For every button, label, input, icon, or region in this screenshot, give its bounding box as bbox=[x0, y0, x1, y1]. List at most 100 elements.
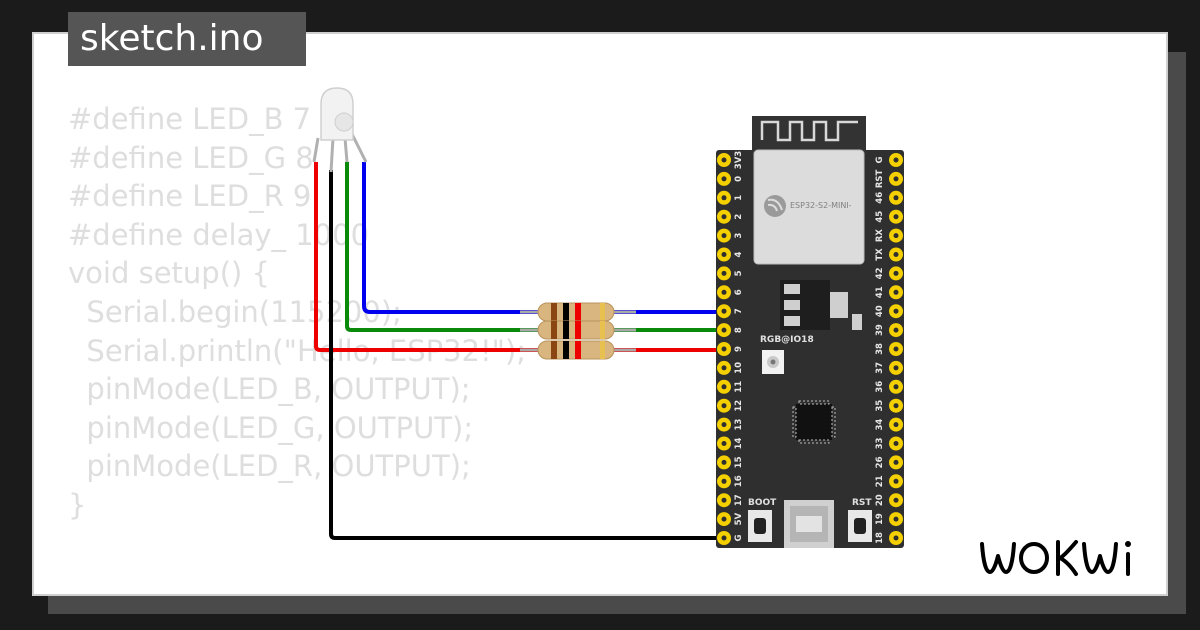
pin-hole bbox=[721, 214, 727, 220]
module-label: ESP32-S2-MINI- bbox=[790, 201, 852, 210]
code-line: #define LED_G 8 bbox=[68, 140, 314, 175]
left-pin-label: 8 bbox=[734, 327, 744, 333]
resistors bbox=[520, 302, 636, 360]
left-pin-label: 1 bbox=[734, 195, 744, 201]
left-pin-label: 14 bbox=[734, 438, 744, 450]
pin-hole bbox=[893, 422, 899, 428]
pin-hole bbox=[893, 289, 899, 295]
right-pin-label: 39 bbox=[875, 324, 885, 336]
code-line: void setup() { bbox=[68, 256, 270, 291]
boot-button[interactable] bbox=[748, 510, 772, 542]
reset-button[interactable] bbox=[848, 510, 872, 542]
wokwi-logo bbox=[980, 540, 1131, 576]
pin-hole bbox=[721, 403, 727, 409]
resistor-red[interactable] bbox=[520, 340, 636, 360]
left-pin-label: 5V bbox=[734, 512, 744, 525]
pin-hole bbox=[893, 365, 899, 371]
right-pin-label: 34 bbox=[875, 419, 885, 431]
left-pin-label: 3V3 bbox=[734, 151, 744, 169]
right-pin-label: 20 bbox=[875, 494, 885, 506]
onboard-rgb-led bbox=[762, 350, 784, 374]
pin-hole bbox=[721, 497, 727, 503]
pin-hole bbox=[721, 535, 727, 541]
rst-label: RST bbox=[852, 498, 872, 508]
pin-hole bbox=[893, 270, 899, 276]
pin-hole bbox=[721, 195, 727, 201]
pin-hole bbox=[893, 176, 899, 182]
wire-black[interactable] bbox=[329, 170, 724, 540]
right-pin-label: 36 bbox=[875, 381, 885, 393]
left-pin-label: 13 bbox=[734, 419, 744, 431]
file-tab[interactable]: sketch.ino bbox=[68, 12, 306, 66]
pin-hole bbox=[721, 176, 727, 182]
right-pin-label: 37 bbox=[875, 362, 885, 374]
right-pin-label: 40 bbox=[875, 305, 885, 317]
left-pin-label: 2 bbox=[734, 214, 744, 220]
pin-hole bbox=[721, 478, 727, 484]
pin-hole bbox=[721, 157, 727, 163]
usb-port bbox=[784, 500, 834, 548]
left-pin-label: 16 bbox=[734, 475, 744, 487]
microcontroller-chip bbox=[792, 400, 836, 444]
left-pin-label: 4 bbox=[734, 251, 744, 257]
pin-hole bbox=[721, 289, 727, 295]
pin-hole bbox=[721, 441, 727, 446]
pin-hole bbox=[721, 233, 727, 239]
code-line: #define delay_ 1000 bbox=[68, 217, 370, 252]
pin-hole bbox=[721, 308, 727, 314]
pin-hole bbox=[893, 478, 899, 484]
pin-hole bbox=[893, 535, 899, 541]
right-pin-label: G bbox=[875, 156, 885, 163]
espressif-logo-icon bbox=[764, 195, 786, 217]
right-pin-label: 33 bbox=[875, 438, 885, 450]
pin-hole bbox=[721, 252, 727, 257]
pin-hole bbox=[893, 214, 899, 220]
left-pin-label: 17 bbox=[734, 494, 744, 506]
right-pin-label: 45 bbox=[875, 211, 885, 223]
esp32-board[interactable]: ESP32-S2-MINI- RGB@IO18 BOOT RST bbox=[716, 116, 904, 548]
resistor-blue[interactable] bbox=[520, 302, 636, 322]
right-pin-label: 42 bbox=[875, 267, 885, 279]
pin-hole bbox=[893, 308, 899, 314]
right-pin-label: 38 bbox=[875, 343, 885, 355]
rgb-label: RGB@IO18 bbox=[760, 335, 814, 345]
right-pin-label: 21 bbox=[875, 475, 885, 487]
wire-blue[interactable] bbox=[362, 162, 724, 314]
pin-hole bbox=[893, 252, 899, 257]
code-line: } bbox=[68, 487, 87, 522]
rgb-led[interactable] bbox=[312, 87, 368, 173]
pin-hole bbox=[893, 346, 899, 352]
wire-red[interactable] bbox=[314, 162, 724, 352]
code-line: Serial.begin(115200); bbox=[68, 294, 402, 329]
left-pin-label: 15 bbox=[734, 456, 744, 468]
left-pin-label: 12 bbox=[734, 400, 744, 412]
right-pin-header: GRST4645RXTX4241403938373635343326212019… bbox=[875, 153, 903, 545]
pin-hole bbox=[893, 327, 899, 333]
code-line: #define LED_B 7 bbox=[68, 102, 312, 136]
left-pin-label: 5 bbox=[734, 270, 744, 276]
pin-hole bbox=[721, 346, 727, 352]
resistor-green[interactable] bbox=[520, 320, 636, 340]
pin-hole bbox=[893, 157, 899, 163]
pin-hole bbox=[721, 516, 727, 522]
code-editor[interactable]: #define LED_B 7 #define LED_G 8 #define LE… bbox=[68, 100, 526, 525]
right-pin-label: RX bbox=[875, 229, 885, 243]
left-pin-label: 7 bbox=[734, 308, 744, 314]
right-pin-label: 26 bbox=[875, 456, 885, 468]
code-line: #define LED_R 9 bbox=[68, 179, 312, 214]
right-pin-label: 19 bbox=[875, 513, 885, 525]
code-line: pinMode(LED_R, OUTPUT); bbox=[68, 449, 471, 484]
pin-hole bbox=[721, 384, 727, 390]
pin-hole bbox=[893, 384, 899, 390]
left-pin-label: G bbox=[734, 534, 744, 541]
right-pin-label: 41 bbox=[875, 286, 885, 298]
left-pin-label: 6 bbox=[734, 289, 744, 295]
pin-hole bbox=[893, 441, 899, 446]
pin-hole bbox=[893, 516, 899, 522]
wire-green[interactable] bbox=[345, 162, 724, 332]
pin-hole bbox=[893, 403, 899, 409]
right-pin-label: 18 bbox=[875, 532, 885, 544]
left-pin-label: 10 bbox=[734, 362, 744, 374]
